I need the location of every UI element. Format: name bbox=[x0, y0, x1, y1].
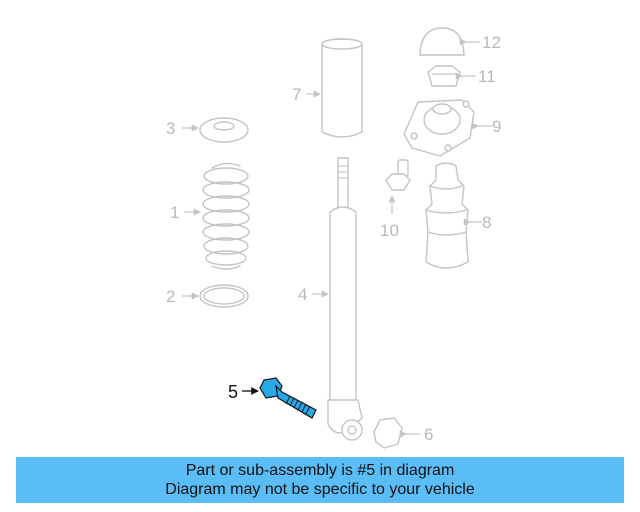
callout-5: 5 bbox=[228, 382, 238, 402]
callout-9: 9 bbox=[492, 117, 501, 136]
callout-6: 6 bbox=[424, 425, 433, 444]
banner-line-2: Diagram may not be specific to your vehi… bbox=[165, 481, 475, 498]
callout-8: 8 bbox=[482, 213, 491, 232]
callout-7: 7 bbox=[292, 85, 301, 104]
part-10-bolt bbox=[385, 159, 411, 214]
part-9-strut-mount bbox=[403, 99, 492, 157]
part-3-spring-seat bbox=[182, 117, 249, 143]
part-5-bolt-highlighted[interactable] bbox=[242, 377, 317, 419]
info-banner: Part or sub-assembly is #5 in diagram Di… bbox=[16, 457, 624, 503]
banner-line-1: Part or sub-assembly is #5 in diagram bbox=[185, 462, 455, 479]
part-8-bump-stop bbox=[425, 162, 482, 269]
part-11-nut bbox=[427, 65, 476, 87]
callout-11: 11 bbox=[478, 67, 496, 86]
callout-2: 2 bbox=[166, 287, 175, 306]
part-4-shock-absorber bbox=[312, 157, 363, 441]
callout-4: 4 bbox=[298, 285, 307, 304]
part-12-dust-cap bbox=[419, 27, 480, 56]
callout-1: 1 bbox=[170, 203, 179, 222]
callout-12: 12 bbox=[482, 33, 501, 52]
callout-10: 10 bbox=[380, 221, 399, 240]
part-7-dust-tube bbox=[306, 38, 363, 138]
part-1-coil-spring bbox=[184, 162, 250, 270]
callout-3: 3 bbox=[166, 119, 175, 138]
part-2-spring-pad bbox=[182, 284, 249, 308]
part-6-nut bbox=[373, 417, 420, 449]
